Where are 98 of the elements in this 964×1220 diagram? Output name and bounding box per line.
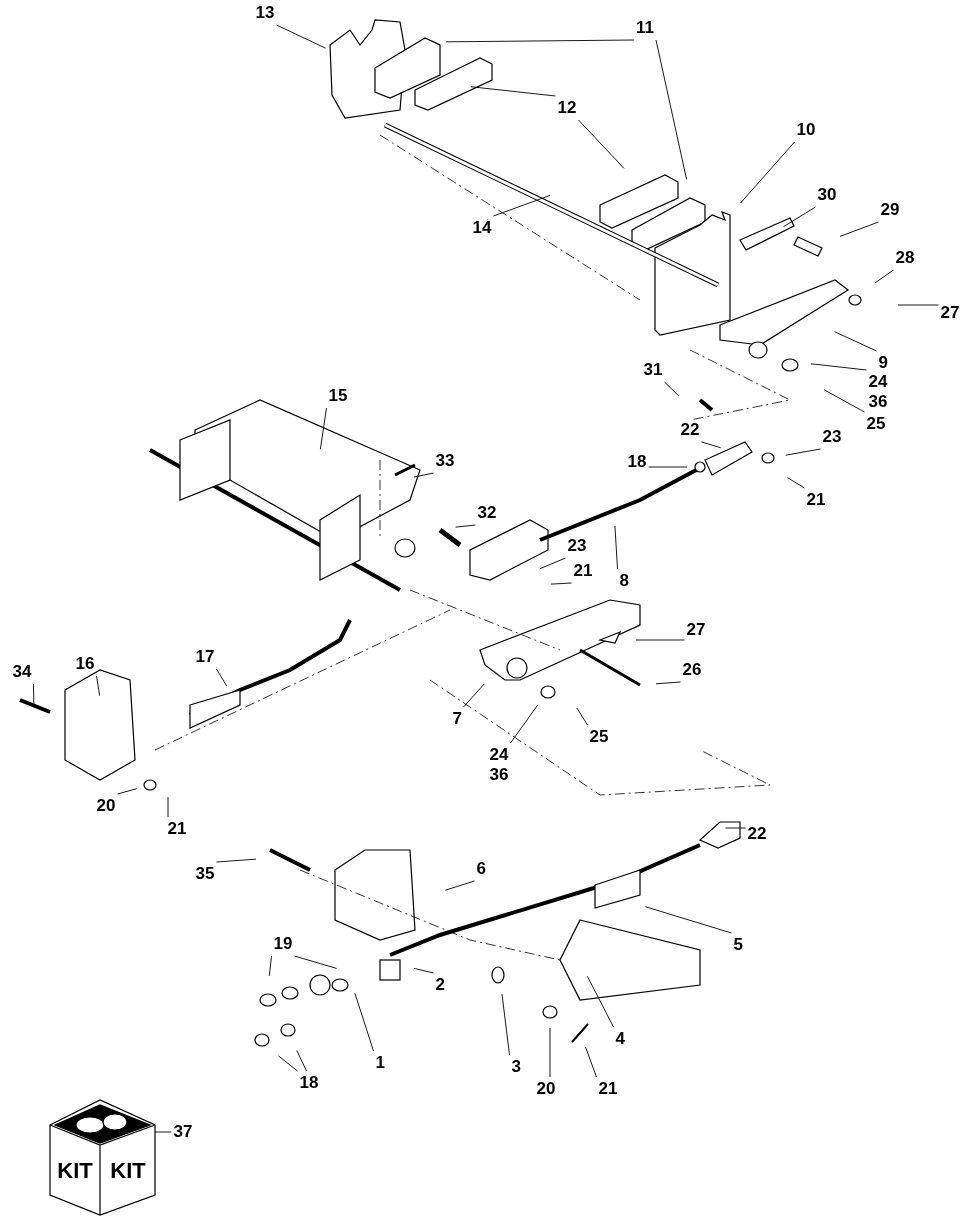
leader-line [294, 955, 338, 969]
callout-number: 5 [733, 935, 743, 955]
leader-line [296, 1050, 307, 1072]
callout-number: 23 [822, 427, 842, 447]
callout-number: 7 [452, 709, 462, 729]
callout-number: 18 [627, 452, 647, 472]
callout-number: 25 [589, 727, 609, 747]
leader-line [216, 668, 228, 687]
callout-number: 4 [615, 1029, 625, 1049]
callout-number: 2 [435, 975, 445, 995]
leader-line [550, 582, 572, 585]
leader-line [839, 221, 879, 237]
callout-number: 25 [866, 414, 886, 434]
callout-number: 34 [12, 662, 32, 682]
leader-line [154, 1131, 172, 1133]
leader-line [539, 557, 566, 570]
leader-line [740, 141, 795, 204]
leader-line [783, 206, 816, 228]
leader-line [725, 827, 746, 829]
leader-line [578, 119, 625, 169]
callout-number: 28 [895, 248, 915, 268]
leader-line [655, 681, 681, 685]
callout-number: 22 [680, 420, 700, 440]
leader-line [614, 525, 618, 570]
leader-line [635, 639, 685, 641]
callout-number: 20 [96, 796, 116, 816]
leader-line [463, 683, 485, 708]
leader-line [897, 304, 939, 306]
leader-line [834, 331, 877, 352]
callout-number: 10 [796, 120, 816, 140]
leader-line [701, 441, 722, 449]
leader-line [655, 39, 688, 180]
leader-line [216, 858, 257, 863]
leader-line [319, 407, 327, 450]
callout-number: 26 [682, 660, 702, 680]
leader-line [648, 466, 688, 468]
callout-number: 33 [435, 451, 455, 471]
callout-number: 11 [636, 18, 654, 38]
leader-line [278, 1055, 298, 1072]
leader-line [785, 448, 821, 456]
callout-number: 1 [375, 1053, 385, 1073]
leader-line [585, 1046, 597, 1078]
leader-line [444, 880, 475, 891]
callout-number: 22 [747, 824, 767, 844]
callout-number: 32 [477, 503, 497, 523]
callout-number: 21 [806, 490, 826, 510]
leader-line [644, 906, 732, 934]
callout-number: 9 [878, 353, 888, 373]
callout-number: 35 [195, 864, 215, 884]
callout-number: 21 [598, 1079, 618, 1099]
leader-line [874, 269, 894, 284]
callout-number: 29 [880, 200, 900, 220]
leader-line [470, 86, 556, 97]
callout-number: 21 [573, 561, 593, 581]
leader-line [276, 24, 326, 49]
leader-line [823, 389, 865, 413]
callout-number: 17 [195, 647, 215, 667]
leader-line [810, 363, 867, 371]
callout-number: 14 [472, 218, 492, 238]
callout-number: 8 [619, 571, 629, 591]
leader-line [413, 967, 434, 974]
kit-label: KIT [57, 1158, 93, 1183]
leader-line [493, 195, 551, 217]
leader-line [576, 707, 588, 726]
leader-line [586, 975, 614, 1028]
leader-line [413, 472, 434, 478]
callout-number: 24 36 [489, 745, 509, 785]
callout-number: 27 [940, 303, 960, 323]
callout-number: 15 [328, 386, 348, 406]
callout-number: 31 [643, 360, 663, 380]
leader-line [268, 955, 272, 977]
leader-line [117, 788, 138, 795]
callout-number: 24 36 [868, 372, 888, 412]
callout-number: 6 [476, 859, 486, 879]
leader-line [354, 992, 374, 1052]
callout-number: 27 [686, 620, 706, 640]
callout-number: 37 [173, 1122, 193, 1142]
callout-number: 18 [299, 1073, 319, 1093]
leader-line [501, 993, 510, 1056]
callout-number: 30 [817, 185, 837, 205]
callout-number: 3 [511, 1057, 521, 1077]
leader-line [549, 1027, 551, 1078]
leader-line [33, 683, 35, 705]
callout-number: 19 [273, 934, 293, 954]
callout-number: 12 [557, 98, 577, 118]
leader-line [445, 39, 635, 43]
leader-line [664, 381, 680, 397]
leader-line [167, 796, 169, 818]
leader-line [510, 704, 539, 744]
callout-number: 21 [167, 819, 187, 839]
callout-number: 13 [255, 3, 275, 23]
leader-line [96, 675, 101, 697]
leader-line [786, 477, 805, 489]
leader-line [455, 524, 476, 528]
callout-number: 20 [536, 1079, 556, 1099]
callout-number: 16 [75, 654, 95, 674]
kit-label: KIT [110, 1158, 146, 1183]
callout-number: 23 [567, 536, 587, 556]
